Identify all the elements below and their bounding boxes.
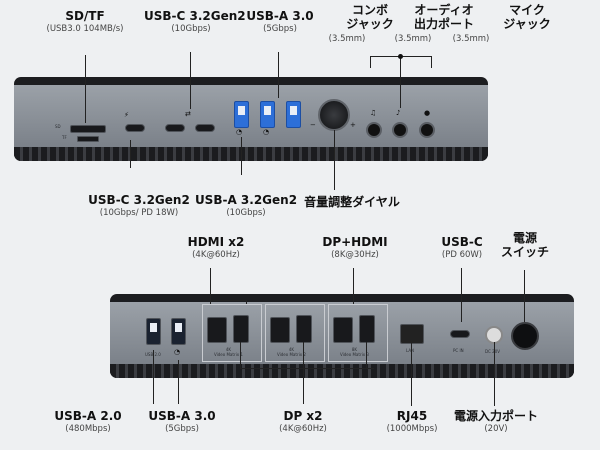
audio-out-sub: (3.5mm) — [394, 34, 432, 44]
vm2-tiny-text: 4K Video Matrix 2 — [277, 347, 306, 357]
microphone-icon: ● — [424, 109, 431, 117]
usb-c-port-front-1[interactable] — [125, 124, 145, 132]
vm3-tiny-text: 8K Video Matrix 3 — [340, 347, 369, 357]
volume-dial-label: 音量調整ダイヤル — [304, 195, 400, 209]
video-matrix-1 — [202, 304, 262, 362]
hdmi-x2-label: HDMI x2(4K@60Hz) — [187, 235, 245, 260]
headset-icon: ♫ — [370, 109, 377, 117]
vm1-tiny-text: 4K Video Matrix 1 — [214, 347, 243, 357]
usb-c-bottom-label: USB-C 3.2Gen2(10Gbps/ PD 18W) — [88, 193, 190, 218]
usb-c-port-front-3[interactable] — [195, 124, 215, 132]
sd-tf-label: SD/TF(USB3.0 104MB/s) — [46, 9, 124, 34]
lan-tiny-text: LAN — [406, 348, 414, 353]
rj45-port[interactable] — [400, 324, 424, 344]
usb-c-port-front-2[interactable] — [165, 124, 185, 132]
usb-a-top-label: USB-A 3.0(5Gbps) — [246, 9, 314, 34]
audio-out-jack[interactable] — [392, 122, 408, 138]
combo-jack-sub: (3.5mm) — [328, 34, 366, 44]
pcin-tiny-text: PC IN — [453, 348, 464, 353]
dp-x2-label: DP x2(4K@60Hz) — [279, 409, 327, 434]
combo-jack-label: コンボ ジャック — [346, 3, 394, 31]
power-switch-label: 電源 スイッチ — [500, 231, 549, 259]
volume-dial[interactable] — [318, 99, 350, 131]
usb-a-3-0-back-label: USB-A 3.0(5Gbps) — [148, 409, 216, 434]
dp-hdmi-label: DP+HDMI(8K@30Hz) — [322, 235, 388, 260]
usb-speed-icon: ◔ — [174, 348, 181, 356]
usb-a-port-front-2[interactable] — [260, 101, 275, 128]
tf-card-slot[interactable] — [77, 136, 99, 142]
usb-a-3-0-port-back[interactable] — [171, 318, 186, 345]
tf-slot-text: TF — [62, 135, 67, 140]
hdmi-port-2[interactable] — [270, 317, 290, 343]
dp-port-3[interactable] — [359, 315, 375, 343]
audio-out-label: オーディオ 出力ポート — [413, 3, 474, 31]
usb-speed-icon: ◔ — [236, 128, 243, 136]
sd-card-slot[interactable] — [70, 125, 106, 133]
headphone-icon: ♪ — [396, 109, 401, 117]
power-input-label: 電源入力ポート(20V) — [453, 409, 538, 434]
usb-a-bottom-label: USB-A 3.2Gen2(10Gbps) — [194, 193, 298, 218]
usb-a-port-front-3[interactable] — [286, 101, 301, 128]
usb-c-pd-label: USB-C(PD 60W) — [441, 235, 483, 260]
usb-a-port-front-1[interactable] — [234, 101, 249, 128]
hdmi-port-1[interactable] — [207, 317, 227, 343]
sd-slot-text: SD — [55, 124, 61, 129]
mic-jack[interactable] — [419, 122, 435, 138]
power-switch[interactable] — [511, 322, 539, 350]
dp-port-1[interactable] — [233, 315, 249, 343]
hdmi-port-3[interactable] — [333, 317, 353, 343]
pd-charge-icon: ⚡ — [124, 111, 129, 119]
video-matrix-3 — [328, 304, 388, 362]
mic-jack-sub: (3.5mm) — [452, 34, 490, 44]
rj45-label: RJ45(1000Mbps) — [386, 409, 438, 434]
minus-icon: − — [310, 121, 316, 129]
usb-a-2-0-label: USB-A 2.0(480Mbps) — [54, 409, 122, 434]
video-matrix-2 — [265, 304, 325, 362]
usb20-tiny-text: USB 2.0 — [145, 352, 161, 357]
usb-c-pd-port[interactable] — [450, 330, 470, 338]
usb-a-2-0-port[interactable] — [146, 318, 161, 345]
dc-tiny-text: DC 20V — [485, 349, 500, 354]
data-icon: ⇄ — [185, 110, 191, 118]
usb-speed-icon: ◔ — [263, 128, 270, 136]
usb-c-top-label: USB-C 3.2Gen2(10Gbps) — [144, 9, 246, 34]
dp-port-2[interactable] — [296, 315, 312, 343]
mic-jack-label: マイク ジャック — [503, 3, 551, 31]
combo-jack[interactable] — [366, 122, 382, 138]
plus-icon: + — [350, 121, 356, 129]
